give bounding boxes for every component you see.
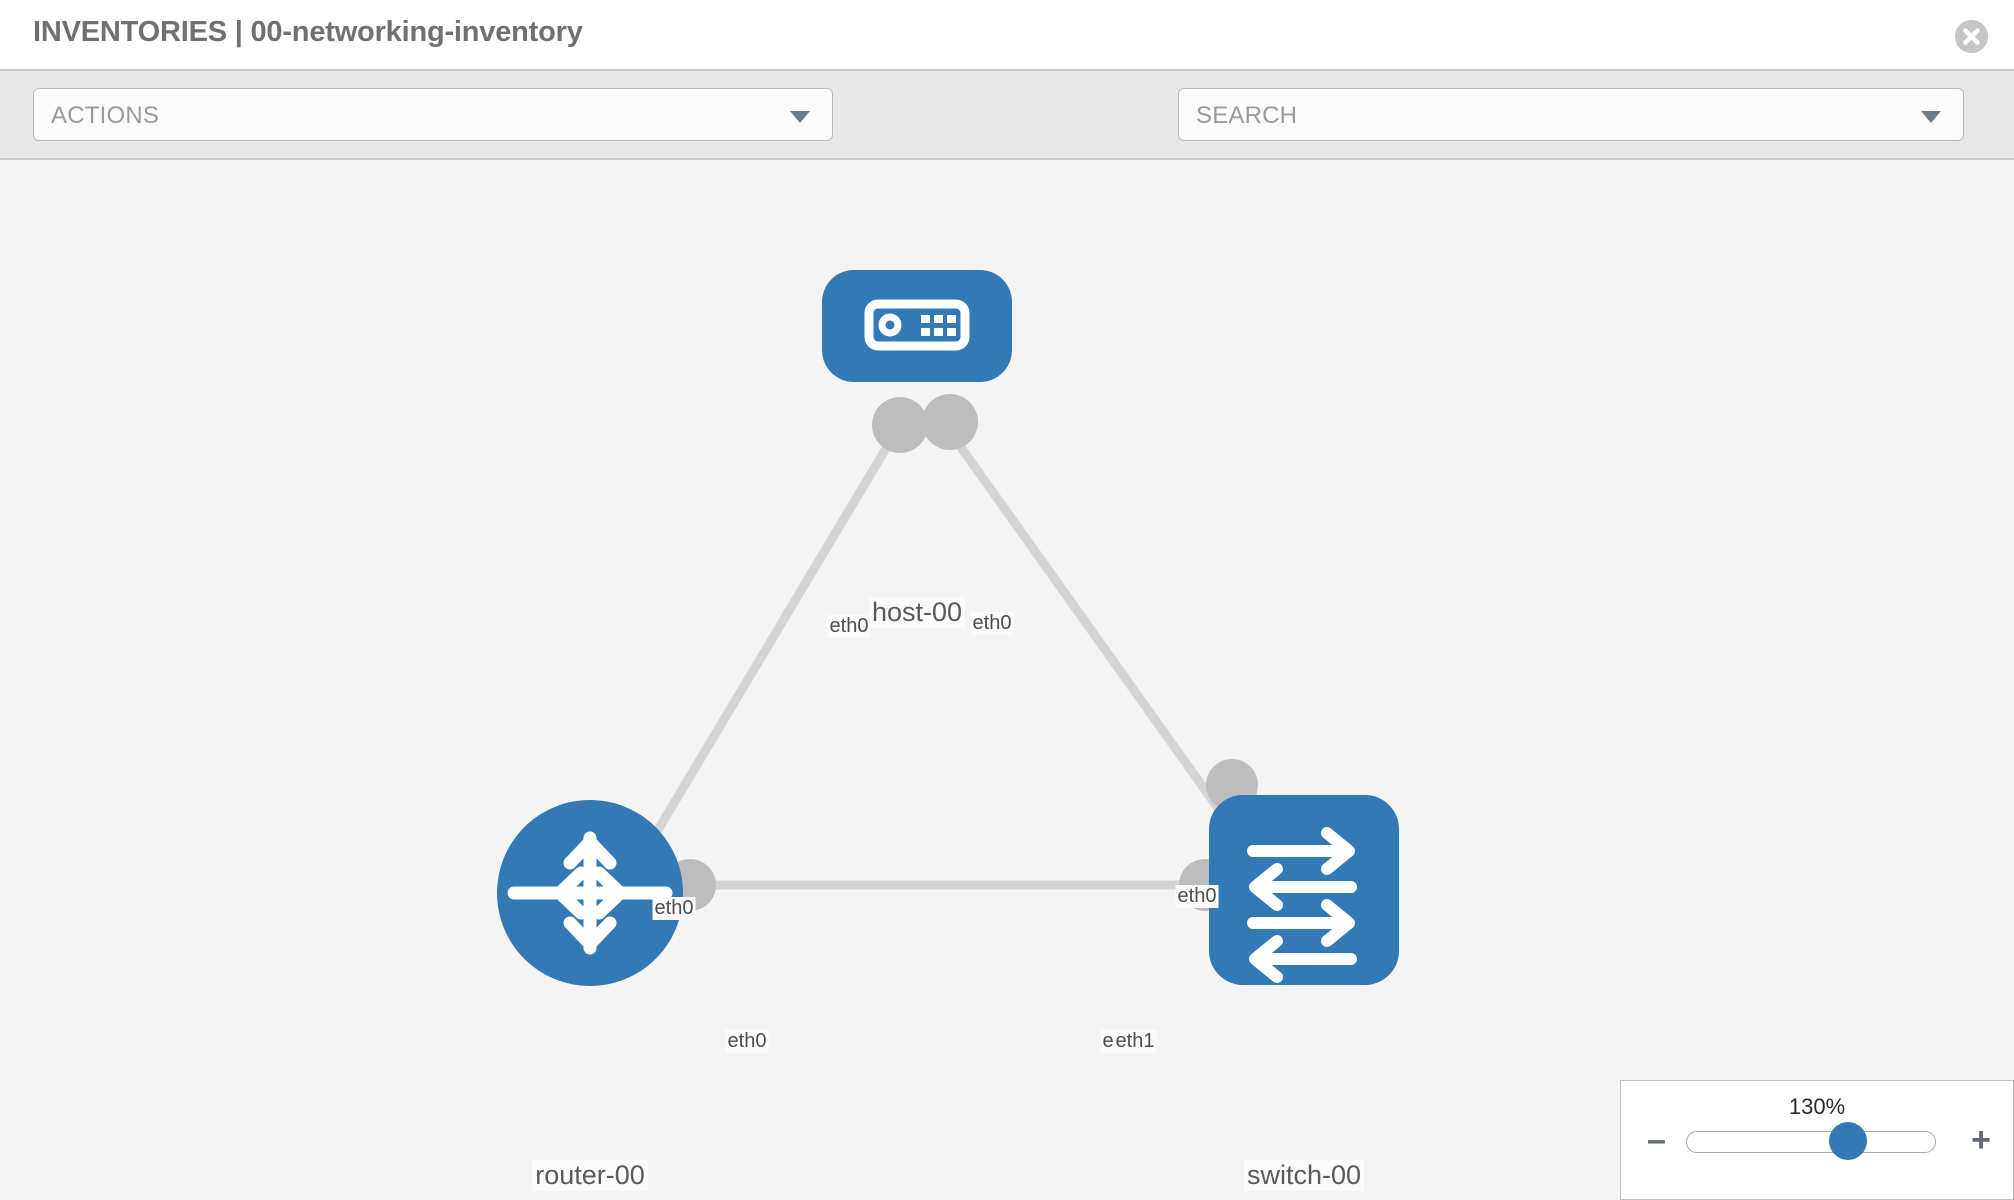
- zoom-in-button[interactable]: +: [1971, 1121, 1991, 1159]
- chevron-down-icon: [790, 111, 810, 123]
- close-icon[interactable]: [1955, 20, 1988, 53]
- close-icon-glyph: [1955, 20, 1988, 53]
- search-placeholder: SEARCH: [1196, 102, 1298, 129]
- link-host-switch[interactable]: [941, 422, 1259, 863]
- zoom-control-panel: 130% – +: [1620, 1080, 2014, 1200]
- iface-label-host-eth0-right: eth0: [970, 612, 1014, 635]
- zoom-out-button[interactable]: –: [1647, 1121, 1666, 1159]
- router-arrows-icon: [507, 831, 673, 955]
- actions-dropdown-label: ACTIONS: [51, 102, 160, 129]
- node-switch-00[interactable]: [1209, 795, 1399, 985]
- zoom-slider-track[interactable]: [1686, 1131, 1936, 1153]
- iface-label-switch-eth1: eth1: [1113, 1030, 1157, 1053]
- server-icon: [864, 299, 970, 351]
- actions-dropdown[interactable]: ACTIONS: [33, 88, 833, 141]
- search-input[interactable]: SEARCH: [1178, 88, 1964, 141]
- page-title: INVENTORIES | 00-networking-inventory: [33, 16, 583, 48]
- zoom-slider-thumb[interactable]: [1829, 1122, 1867, 1160]
- toolbar: ACTIONS SEARCH: [0, 71, 2014, 204]
- switch-arrows-icon: [1247, 827, 1357, 983]
- topology-connectors: [664, 394, 1258, 911]
- chevron-down-icon[interactable]: [1921, 111, 1941, 123]
- topology-graph: [497, 270, 1399, 986]
- node-router-00[interactable]: [497, 800, 683, 986]
- topology-links: [636, 422, 1259, 890]
- connector-host-eth0-left[interactable]: [872, 397, 928, 453]
- topology-canvas[interactable]: eth0 eth0 eth0 eth0 eth0 eth0 eth1 host-…: [0, 160, 2014, 1200]
- zoom-level-label: 130%: [1788, 1094, 1846, 1119]
- page-header: INVENTORIES | 00-networking-inventory: [0, 0, 2014, 71]
- iface-label-host-eth0-left: eth0: [827, 615, 871, 638]
- iface-label-router-eth0: eth0: [725, 1030, 769, 1053]
- connector-host-eth0-right[interactable]: [922, 394, 978, 450]
- link-host-router[interactable]: [636, 422, 904, 863]
- iface-label-router-uplink-eth0: eth0: [652, 897, 696, 920]
- node-label-router-00: router-00: [532, 1160, 648, 1191]
- node-host-00[interactable]: [822, 270, 1012, 382]
- node-label-host-00: host-00: [868, 597, 966, 628]
- iface-label-switch-uplink-eth0: eth0: [1175, 885, 1219, 908]
- node-label-switch-00: switch-00: [1243, 1160, 1365, 1191]
